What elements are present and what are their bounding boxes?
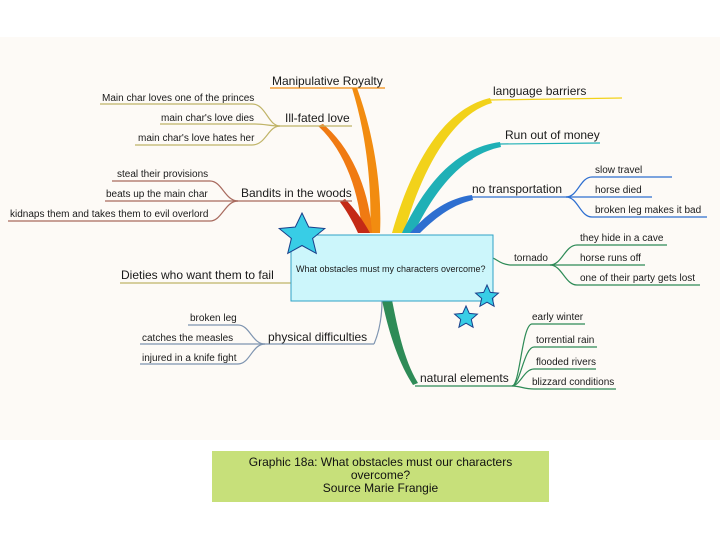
- leaf-transport-3[interactable]: broken leg makes it bad: [595, 205, 701, 216]
- connector-illfated-2: [160, 123, 281, 127]
- connector-natural-4: [511, 385, 616, 390]
- branch-language-barriers[interactable]: language barriers: [493, 84, 586, 98]
- trunk-transport: [410, 195, 473, 233]
- caption-line-1: Graphic 18a: What obstacles must our cha…: [248, 455, 513, 469]
- trunk-bandits: [340, 199, 370, 233]
- connector-lines: [8, 87, 707, 390]
- connector-physical-3: [140, 343, 266, 365]
- leaf-natural-2[interactable]: torrential rain: [536, 335, 594, 346]
- leaf-illfated-1[interactable]: Main char loves one of the princes: [102, 93, 254, 104]
- connector-illfated-1: [100, 103, 281, 127]
- underline-money: [499, 142, 601, 145]
- connector-bandits-3: [8, 200, 239, 222]
- leaf-physical-2[interactable]: catches the measles: [142, 333, 233, 344]
- connector-natural-3: [511, 368, 596, 387]
- leaf-physical-1[interactable]: broken leg: [190, 313, 237, 324]
- connector-physical-trunk: [373, 299, 383, 345]
- leaf-illfated-2[interactable]: main char's love dies: [161, 113, 254, 124]
- branch-manipulative-royalty[interactable]: Manipulative Royalty: [272, 74, 383, 88]
- leaf-transport-1[interactable]: slow travel: [595, 165, 642, 176]
- small-star-icon: [474, 283, 500, 308]
- large-star-icon: [277, 211, 327, 255]
- leaf-tornado-2[interactable]: horse runs off: [580, 253, 641, 264]
- leaf-tornado-3[interactable]: one of their party gets lost: [580, 273, 695, 284]
- central-topic-text: What obstacles must my characters overco…: [296, 264, 486, 274]
- connector-tornado-1: [549, 244, 667, 266]
- leaf-natural-4[interactable]: blizzard conditions: [532, 377, 614, 388]
- branch-physical-difficulties[interactable]: physical difficulties: [268, 330, 367, 344]
- leaf-natural-3[interactable]: flooded rivers: [536, 357, 596, 368]
- caption-line-3: Source Marie Frangie: [322, 481, 439, 495]
- leaf-tornado-1[interactable]: they hide in a cave: [580, 233, 664, 244]
- branch-trunks: [318, 88, 501, 385]
- caption-box: Graphic 18a: What obstacles must our cha…: [212, 451, 549, 502]
- trunk-language: [392, 98, 492, 233]
- trunk-manipulative: [352, 88, 381, 233]
- connector-transport-3: [565, 196, 707, 218]
- connector-natural-2: [511, 346, 597, 387]
- trunk-natural: [382, 300, 418, 385]
- leaf-transport-2[interactable]: horse died: [595, 185, 642, 196]
- leaf-bandits-3[interactable]: kidnaps them and takes them to evil over…: [10, 209, 208, 220]
- connector-tornado-3: [549, 264, 700, 286]
- leaf-natural-1[interactable]: early winter: [532, 312, 584, 323]
- branch-no-transportation[interactable]: no transportation: [472, 182, 562, 196]
- leaf-bandits-1[interactable]: steal their provisions: [117, 169, 208, 180]
- branch-run-out-of-money[interactable]: Run out of money: [505, 128, 600, 142]
- caption-line-2: overcome?: [350, 468, 411, 482]
- connector-physical-1: [188, 324, 266, 345]
- branch-dieties[interactable]: Dieties who want them to fail: [121, 268, 274, 282]
- connector-illfated-3: [135, 125, 281, 146]
- small-star-icon: [453, 304, 479, 329]
- connector-tornado-trunk: [491, 257, 513, 266]
- underline-language: [489, 97, 623, 101]
- trunk-money: [402, 142, 501, 233]
- connector-transport-1: [565, 176, 672, 198]
- leaf-bandits-2[interactable]: beats up the main char: [106, 189, 208, 200]
- decorative-stars: [277, 211, 500, 329]
- leaf-physical-3[interactable]: injured in a knife fight: [142, 353, 237, 364]
- branch-bandits-in-the-woods[interactable]: Bandits in the woods: [241, 186, 352, 200]
- branch-natural-elements[interactable]: natural elements: [420, 371, 509, 385]
- branch-tornado[interactable]: tornado: [514, 253, 548, 264]
- branch-ill-fated-love[interactable]: Ill-fated love: [285, 111, 350, 125]
- central-topic-box[interactable]: [290, 234, 494, 302]
- leaf-illfated-3[interactable]: main char's love hates her: [138, 133, 255, 144]
- trunk-illfated: [318, 124, 372, 233]
- connector-bandits-1: [112, 180, 239, 202]
